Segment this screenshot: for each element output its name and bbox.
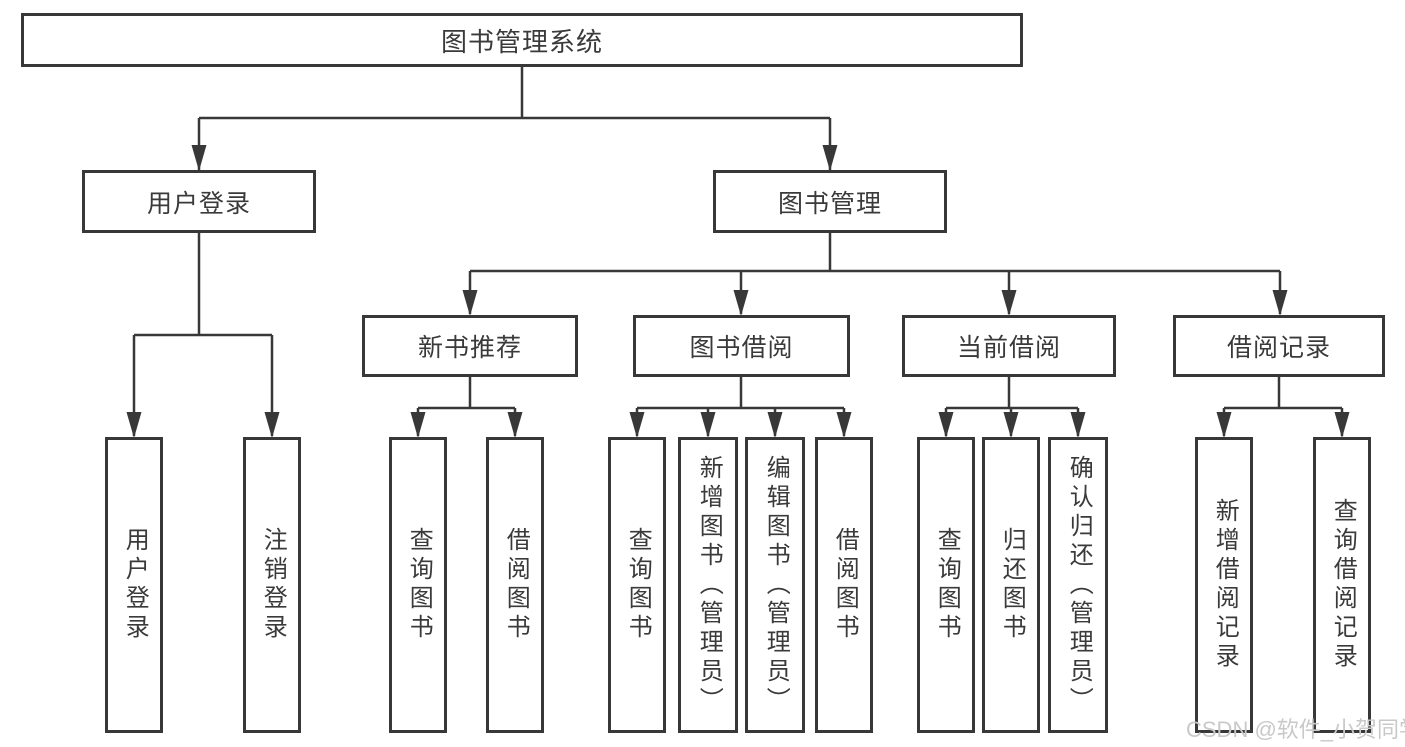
node-label: 图书管理系统 [440,26,603,57]
leaf-add-borrow-record: 新增借阅记录 [1195,437,1253,733]
arrow-icon [1272,290,1288,316]
connector-path [132,67,1344,436]
arrow-icon [507,412,523,438]
arrow-icon [1216,412,1232,438]
leaf-query-borrow-record: 查询借阅记录 [1313,437,1371,733]
leaf-borrow-books-recommend: 借阅图书 [486,437,544,733]
leaf-confirm-return-admin: 确认归还（管理员） [1048,437,1108,733]
node-label: 新增图书（管理员） [695,454,723,716]
leaf-query-books-borrowing: 查询图书 [608,437,666,733]
node-label: 查询图书 [933,527,961,643]
arrowheads [126,145,1350,438]
node-label: 用户登录 [146,189,251,218]
csdn-watermark: CSDN @软件_小贺同学 [1186,717,1405,742]
leaf-user-login: 用户登录 [105,437,163,733]
node-user-login: 用户登录 [82,170,316,233]
arrow-icon [191,145,207,171]
arrow-icon [410,412,426,438]
arrow-icon [938,412,954,438]
node-label: 图书管理 [777,189,882,218]
arrow-icon [700,412,716,438]
node-label: 查询借阅记录 [1329,498,1357,672]
node-label: 借阅图书 [831,527,859,643]
node-book-management: 图书管理 [713,170,947,233]
leaf-query-books-current: 查询图书 [917,437,975,733]
node-label: 图书借阅 [689,334,794,362]
leaf-edit-books-admin: 编辑图书（管理员） [745,437,805,733]
node-new-book-recommend: 新书推荐 [362,315,578,377]
node-label: 查询图书 [624,527,652,643]
arrow-icon [1001,290,1017,316]
node-label: 注销登录 [259,527,287,643]
node-root-library-system: 图书管理系统 [21,13,1023,67]
node-borrowing-records: 借阅记录 [1173,315,1385,377]
node-label: 确认归还（管理员） [1065,454,1093,716]
arrow-icon [836,412,852,438]
arrow-icon [264,412,280,438]
node-current-borrowing: 当前借阅 [902,315,1116,377]
node-label: 借阅记录 [1226,334,1331,362]
node-label: 编辑图书（管理员） [762,454,790,716]
leaf-logout: 注销登录 [243,437,301,733]
leaf-borrow-books: 借阅图书 [815,437,873,733]
arrow-icon [126,412,142,438]
leaf-return-books: 归还图书 [982,437,1040,733]
arrow-icon [767,412,783,438]
node-book-borrowing: 图书借阅 [633,315,850,377]
leaf-query-books-recommend: 查询图书 [389,437,447,733]
node-label: 借阅图书 [502,527,530,643]
arrow-icon [822,145,838,171]
arrow-icon [462,290,478,316]
node-label: 当前借阅 [956,334,1061,362]
arrow-icon [1070,412,1086,438]
leaf-add-books-admin: 新增图书（管理员） [678,437,738,733]
node-label: 新书推荐 [417,334,522,362]
arrow-icon [1334,412,1350,438]
arrow-icon [1003,412,1019,438]
node-label: 新增借阅记录 [1211,498,1239,672]
node-label: 查询图书 [405,527,433,643]
arrow-icon [629,412,645,438]
node-label: 归还图书 [998,527,1026,643]
arrow-icon [733,290,749,316]
node-label: 用户登录 [121,527,149,643]
